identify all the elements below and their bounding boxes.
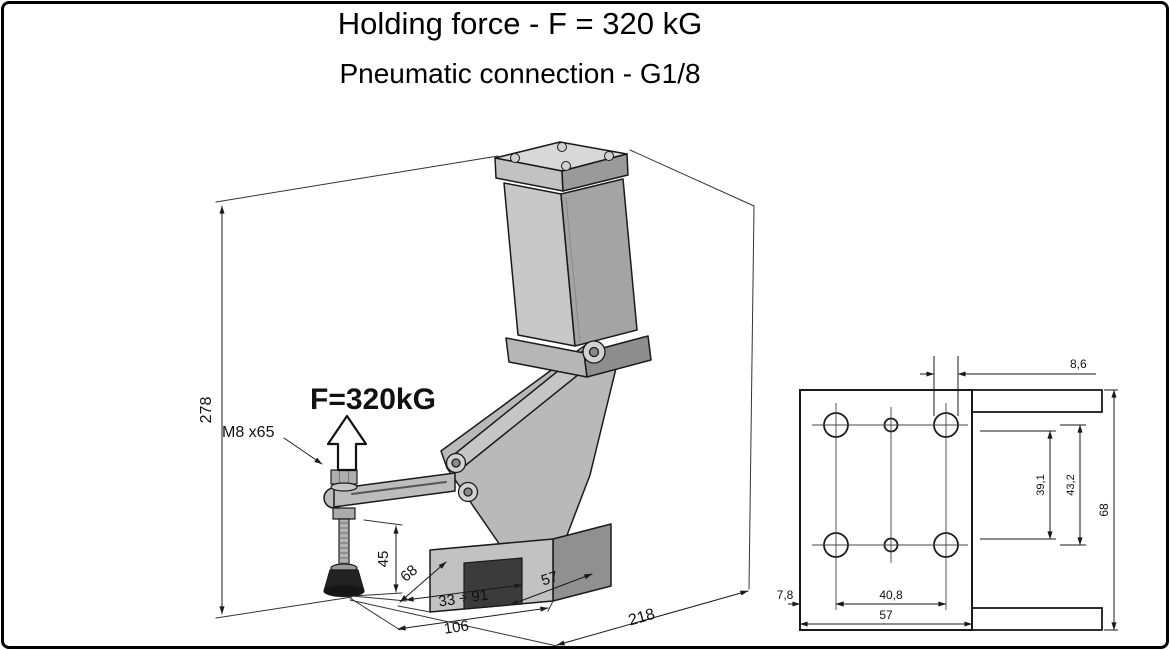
force-annotation: F=320kG xyxy=(310,383,436,472)
dim-row-spacing-outer: 43,2 xyxy=(1065,474,1077,495)
dim-plate-height: 68 xyxy=(1097,503,1111,517)
clamp-arm xyxy=(323,472,456,509)
plate-dim-lines xyxy=(788,356,1118,631)
clamp-model xyxy=(323,141,652,613)
title-holding-force: Holding force - F = 320 kG xyxy=(337,6,703,41)
dim-hole-diameter: 8,6 xyxy=(1070,357,1087,371)
rail-bottom xyxy=(971,607,1103,631)
title-pneumatic-connection: Pneumatic connection - G1/8 xyxy=(339,58,701,89)
spindle-leader-line xyxy=(283,437,323,465)
channel-rails xyxy=(971,389,1103,631)
dim-spindle-adjust: 45 xyxy=(375,551,392,568)
rail-top xyxy=(971,389,1103,413)
cap-screw-icon xyxy=(510,142,614,171)
dimension-labels: 278 M8 x65 45 68 33 ÷ 91 106 57 218 xyxy=(198,397,657,638)
dim-overall-length: 218 xyxy=(627,606,657,630)
dim-overall-height: 278 xyxy=(198,397,215,424)
dimension-lines xyxy=(219,205,749,646)
centerlines xyxy=(812,403,968,610)
plate-view: 8,6 39,1 43,2 68 7,8 40,8 57 xyxy=(777,356,1118,631)
dim-106-line xyxy=(397,606,549,631)
thread-lines xyxy=(338,522,350,564)
dim-edge-offset: 7,8 xyxy=(777,588,794,602)
dim-arm-reach: 106 xyxy=(443,617,470,637)
dim-range-line xyxy=(405,583,523,602)
dim-column-spacing: 40,8 xyxy=(879,588,903,602)
pneumatic-cylinder xyxy=(494,141,652,378)
spindle-label: M8 x65 xyxy=(222,424,275,441)
dim-218-line xyxy=(556,590,749,646)
dim-clamping-range: 33 ÷ 91 xyxy=(437,587,489,611)
spindle xyxy=(323,455,365,598)
dim-57-line xyxy=(509,573,593,606)
isometric-view: 278 M8 x65 45 68 33 ÷ 91 106 57 218 F=32… xyxy=(198,141,755,647)
dim-base-width: 68 xyxy=(397,562,421,586)
dim-row-spacing-inner: 39,1 xyxy=(1035,474,1047,495)
plate-dim-labels: 8,6 39,1 43,2 68 7,8 40,8 57 xyxy=(777,357,1111,622)
dim-plate-width: 57 xyxy=(879,608,893,622)
pivot-joints xyxy=(445,340,606,503)
dim-base-length: 57 xyxy=(539,568,560,589)
force-arrow-icon xyxy=(326,414,368,472)
force-label: F=320kG xyxy=(310,383,436,416)
